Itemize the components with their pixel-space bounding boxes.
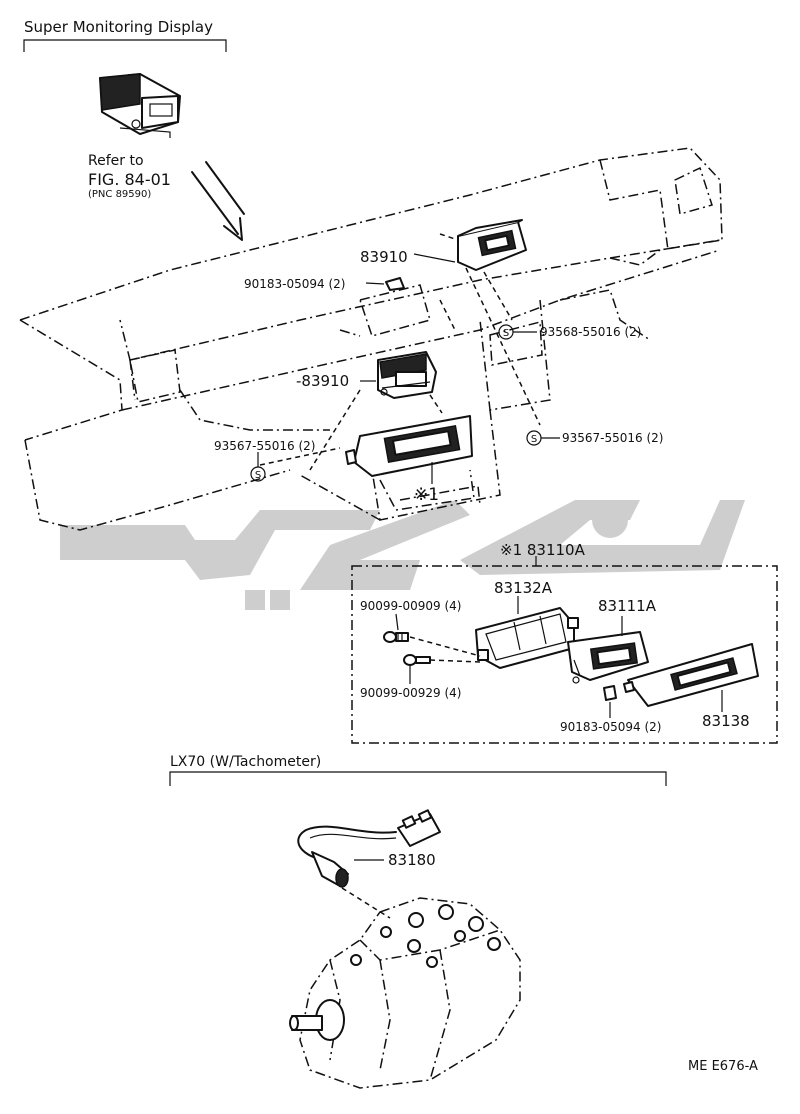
part-83111a xyxy=(567,631,649,684)
lx70-title: LX70 (W/Tachometer) xyxy=(170,754,321,770)
label-83180: 83180 xyxy=(388,851,436,869)
label-83910-upper: 83910 xyxy=(360,248,408,266)
part-83910-upper xyxy=(457,219,527,271)
part-83180-sensor xyxy=(297,809,441,888)
label-83110a: ※1 83110A xyxy=(500,541,586,559)
label-83111a: 83111A xyxy=(598,597,657,615)
part-83910-lower xyxy=(377,351,437,399)
label-93568: 93568-55016 (2) xyxy=(540,325,642,339)
s-symbol-93567-left: S xyxy=(255,470,261,481)
label-90099-00909: 90099-00909 (4) xyxy=(360,599,462,613)
label-90099-00929: 90099-00929 (4) xyxy=(360,686,462,700)
assembly-box xyxy=(351,556,778,744)
clip-90183-lower xyxy=(603,685,617,701)
screw-90099-00929 xyxy=(403,654,431,666)
injection-pump xyxy=(289,897,521,1089)
refer-line2: FIG. 84-01 xyxy=(88,170,171,189)
super-monitoring-unit xyxy=(99,73,181,138)
label-83138: 83138 xyxy=(702,712,750,730)
lx70-bracket xyxy=(169,771,667,786)
screw-90099-00909 xyxy=(383,631,409,643)
label-93567-right: 93567-55016 (2) xyxy=(562,431,664,445)
refer-line3: (PNC 89590) xyxy=(88,189,151,200)
s-symbol-93568: S xyxy=(503,328,509,339)
label-83910-lower: -83910 xyxy=(296,372,349,390)
super-monitoring-title: Super Monitoring Display xyxy=(24,18,213,36)
label-83132a: 83132A xyxy=(494,579,553,597)
console-cluster-83110a xyxy=(345,415,473,477)
part-83132a xyxy=(475,607,579,669)
screw-symbol-93567-right: S xyxy=(526,430,542,446)
label-93567-left: 93567-55016 (2) xyxy=(214,439,316,453)
mark-one: ※1 xyxy=(414,485,439,505)
super-monitoring-bracket xyxy=(23,39,227,52)
watermark-logo xyxy=(60,500,745,610)
label-90183-upper: 90183-05094 (2) xyxy=(244,277,346,291)
part-83138 xyxy=(623,643,759,707)
label-90183-lower: 90183-05094 (2) xyxy=(560,720,662,734)
clip-90183-upper xyxy=(385,277,405,291)
screw-symbol-93568: S xyxy=(498,324,514,340)
screw-symbol-93567-left: S xyxy=(250,466,266,482)
s-symbol-93567-right: S xyxy=(531,434,537,445)
refer-line1: Refer to xyxy=(88,153,144,169)
diagram-code: ME E676-A xyxy=(688,1059,758,1074)
instrument-panel-outline xyxy=(19,147,723,531)
direction-arrow xyxy=(191,161,245,241)
leader-dots xyxy=(259,267,541,471)
